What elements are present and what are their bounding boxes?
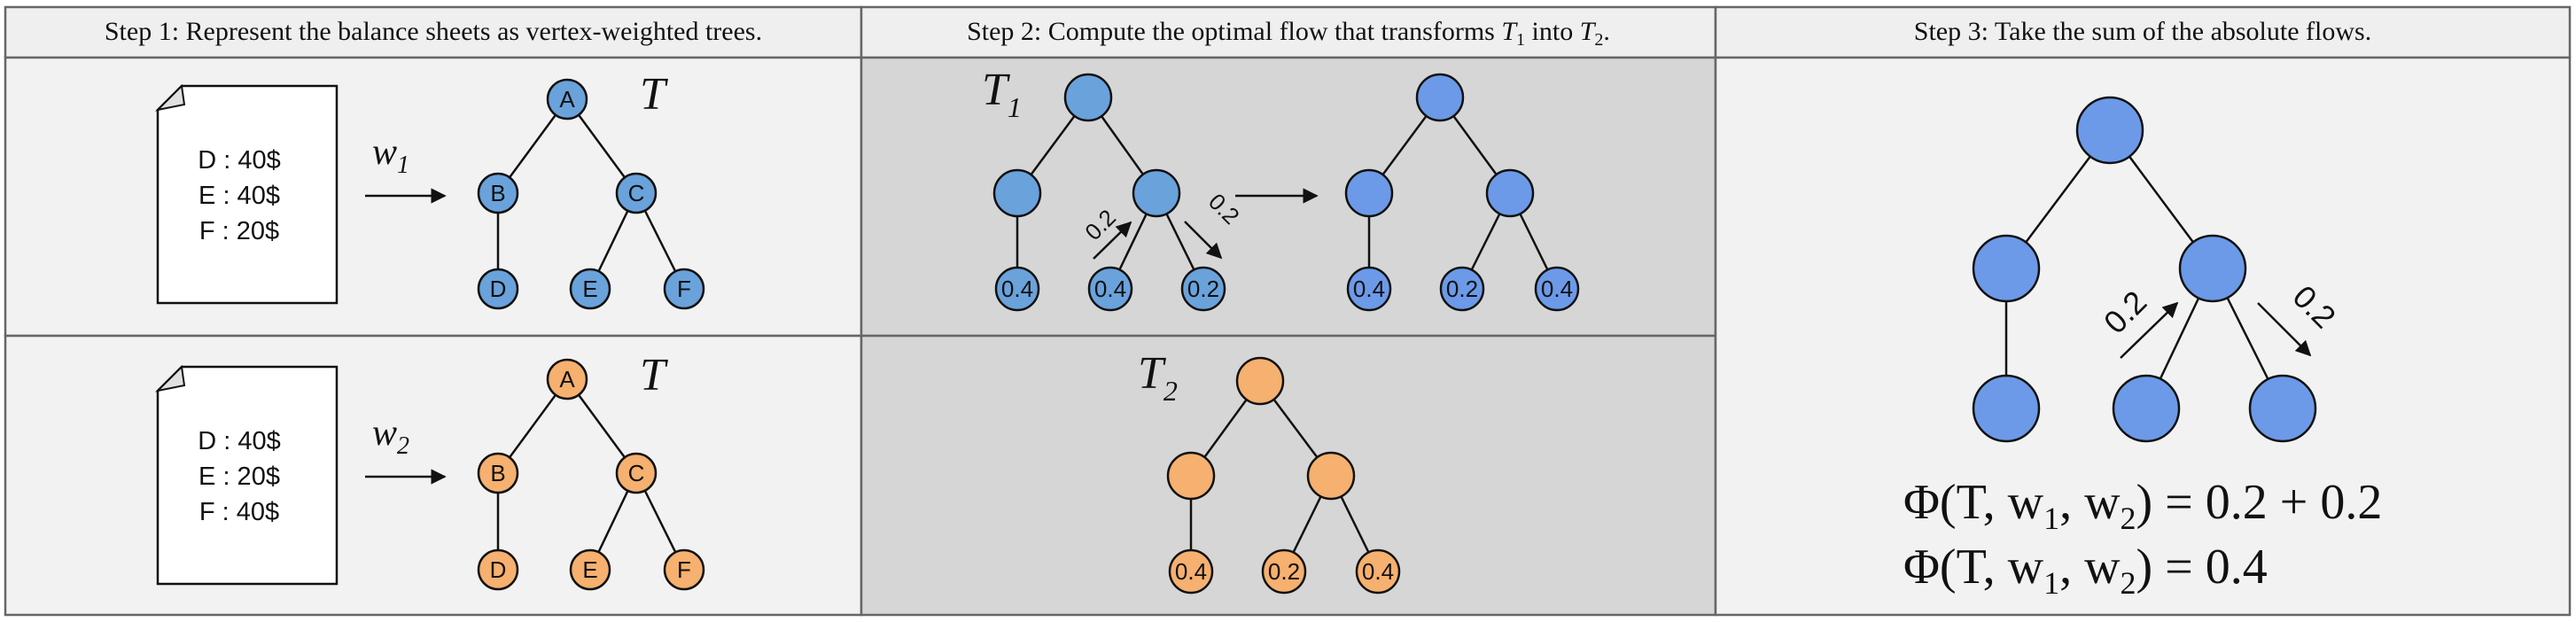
flow-leaf-1 bbox=[1972, 374, 2041, 443]
step1-bottom-panel bbox=[4, 334, 863, 617]
flow-arrow-up bbox=[1093, 221, 1132, 260]
node-c-label: C bbox=[628, 460, 645, 486]
formula-sum: Φ(T, w1, w2) = 0.2 + 0.2 bbox=[1903, 475, 2382, 536]
svg-text:w2: w2 bbox=[372, 413, 409, 460]
flow-right bbox=[2178, 234, 2247, 303]
balance-sheet-document-2: D : 40$ E : 20$ F : 40$ bbox=[154, 364, 339, 586]
t2-leaf-2 bbox=[1261, 548, 1307, 595]
node-b bbox=[477, 452, 519, 494]
t2-left bbox=[1166, 451, 1216, 501]
node-b bbox=[477, 172, 519, 214]
doc1-line-f: F : 20$ bbox=[199, 217, 279, 245]
result-right bbox=[1485, 168, 1535, 218]
tree-t-weighted-1: A B C D E F T bbox=[477, 69, 705, 310]
node-d-label: D bbox=[490, 276, 507, 302]
node-d bbox=[477, 548, 519, 591]
doc2-line-d: D : 40$ bbox=[198, 427, 281, 455]
node-f-label: F bbox=[677, 556, 691, 583]
t1-leaf-2 bbox=[1087, 266, 1133, 312]
doc2-line-f: F : 40$ bbox=[199, 498, 279, 526]
tree-t-weighted-2: A B C D E F T bbox=[477, 350, 705, 591]
node-a-label: A bbox=[559, 86, 575, 113]
node-e bbox=[569, 548, 611, 591]
doc1-line-e: E : 40$ bbox=[198, 182, 280, 210]
node-d-label: D bbox=[490, 556, 507, 583]
t2-root bbox=[1235, 356, 1285, 406]
result-left bbox=[1344, 168, 1394, 218]
node-a-label: A bbox=[559, 366, 575, 393]
flow-left bbox=[1972, 234, 2041, 303]
t1-leaf-1-weight: 0.4 bbox=[1001, 276, 1033, 302]
result-leaf-2-weight: 0.2 bbox=[1446, 276, 1478, 302]
tree-label-t2: T2 bbox=[1138, 348, 1178, 407]
step2-header-cell bbox=[860, 5, 1717, 59]
t2-leaf-2-weight: 0.2 bbox=[1268, 558, 1300, 585]
t2-leaf-3 bbox=[1355, 548, 1401, 595]
weight-arrow-w2: w2 bbox=[365, 413, 447, 485]
svg-text:w1: w1 bbox=[372, 132, 409, 179]
t2-right bbox=[1306, 451, 1356, 501]
node-d bbox=[477, 268, 519, 310]
t2-leaf-3-weight: 0.4 bbox=[1362, 558, 1394, 585]
t1-leaf-2-weight: 0.4 bbox=[1094, 276, 1126, 302]
flow-root bbox=[2075, 96, 2144, 165]
weight-arrow-w1: w1 bbox=[365, 132, 447, 204]
step1-header: Step 1: Represent the balance sheets as … bbox=[105, 17, 762, 46]
node-e bbox=[569, 268, 611, 310]
node-a bbox=[546, 358, 588, 400]
t1-left bbox=[992, 168, 1042, 218]
node-c-label: C bbox=[628, 180, 645, 206]
tree-t2: 0.4 0.2 0.4 T2 bbox=[1138, 348, 1401, 595]
balance-sheet-document-1: D : 40$ E : 40$ F : 20$ bbox=[154, 83, 339, 305]
node-e-label: E bbox=[582, 276, 597, 302]
result-leaf-2 bbox=[1439, 266, 1485, 312]
formula-result: Φ(T, w1, w2) = 0.4 bbox=[1903, 540, 2268, 601]
node-a bbox=[546, 78, 588, 121]
node-c bbox=[615, 172, 658, 214]
t1-right bbox=[1132, 168, 1181, 218]
t1-leaf-3-weight: 0.2 bbox=[1187, 276, 1219, 302]
flow-arrow-down bbox=[1184, 221, 1223, 260]
node-e-label: E bbox=[582, 556, 597, 583]
tree-t1: 0.4 0.4 0.2 T1 0.2 0.2 bbox=[982, 65, 1245, 312]
result-leaf-1-weight: 0.4 bbox=[1353, 276, 1385, 302]
step2-header: Step 2: Compute the optimal flow that tr… bbox=[967, 17, 1610, 50]
node-f bbox=[663, 268, 705, 310]
t1-leaf-1 bbox=[994, 266, 1040, 312]
node-f bbox=[663, 548, 705, 591]
flow-arrow-down bbox=[2257, 302, 2312, 357]
flow-leaf-2 bbox=[2112, 374, 2181, 443]
t1-leaf-3 bbox=[1180, 266, 1226, 312]
tree-label-t1: T1 bbox=[982, 65, 1022, 123]
flow-arrow-up bbox=[2120, 301, 2179, 359]
node-f-label: F bbox=[677, 276, 691, 302]
t2-leaf-1-weight: 0.4 bbox=[1175, 558, 1207, 585]
result-root bbox=[1415, 73, 1465, 122]
tree-label-t-1: T bbox=[640, 69, 668, 120]
result-leaf-3-weight: 0.4 bbox=[1541, 276, 1573, 302]
t2-leaf-1 bbox=[1168, 548, 1214, 595]
node-b-label: B bbox=[490, 460, 505, 486]
step3-header: Step 3: Take the sum of the absolute flo… bbox=[1914, 17, 2371, 46]
step1-header-cell bbox=[4, 5, 863, 59]
flow-leaf-3 bbox=[2248, 374, 2317, 443]
node-b-label: B bbox=[490, 180, 505, 206]
tree-result: 0.4 0.2 0.4 bbox=[1344, 73, 1580, 312]
t1-root bbox=[1063, 73, 1113, 122]
result-leaf-1 bbox=[1346, 266, 1392, 312]
tree-label-t-2: T bbox=[640, 350, 668, 400]
doc2-line-e: E : 20$ bbox=[198, 463, 280, 491]
result-leaf-3 bbox=[1534, 266, 1580, 312]
doc1-line-d: D : 40$ bbox=[198, 146, 281, 175]
node-c bbox=[615, 452, 658, 494]
